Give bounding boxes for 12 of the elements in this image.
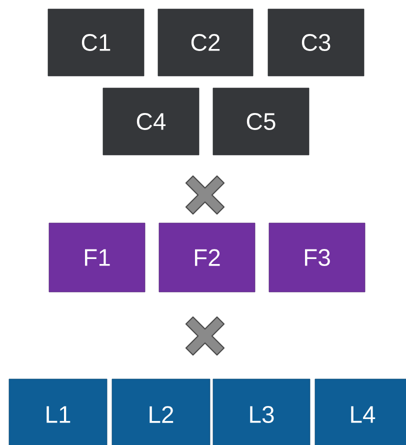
factor-box: F3 [268, 222, 366, 292]
cluster-box: C1 [48, 8, 144, 76]
factor-box: F2 [158, 222, 256, 292]
level-box: L1 [8, 378, 108, 445]
level-box: L3 [212, 378, 310, 445]
factor-box: F1 [48, 222, 146, 292]
cluster-box: C4 [102, 88, 200, 156]
cluster-box: C3 [268, 8, 364, 76]
level-box: L4 [314, 378, 406, 445]
level-box: L2 [112, 378, 210, 445]
cluster-box: C2 [158, 8, 254, 76]
cluster-box: C5 [212, 88, 310, 156]
